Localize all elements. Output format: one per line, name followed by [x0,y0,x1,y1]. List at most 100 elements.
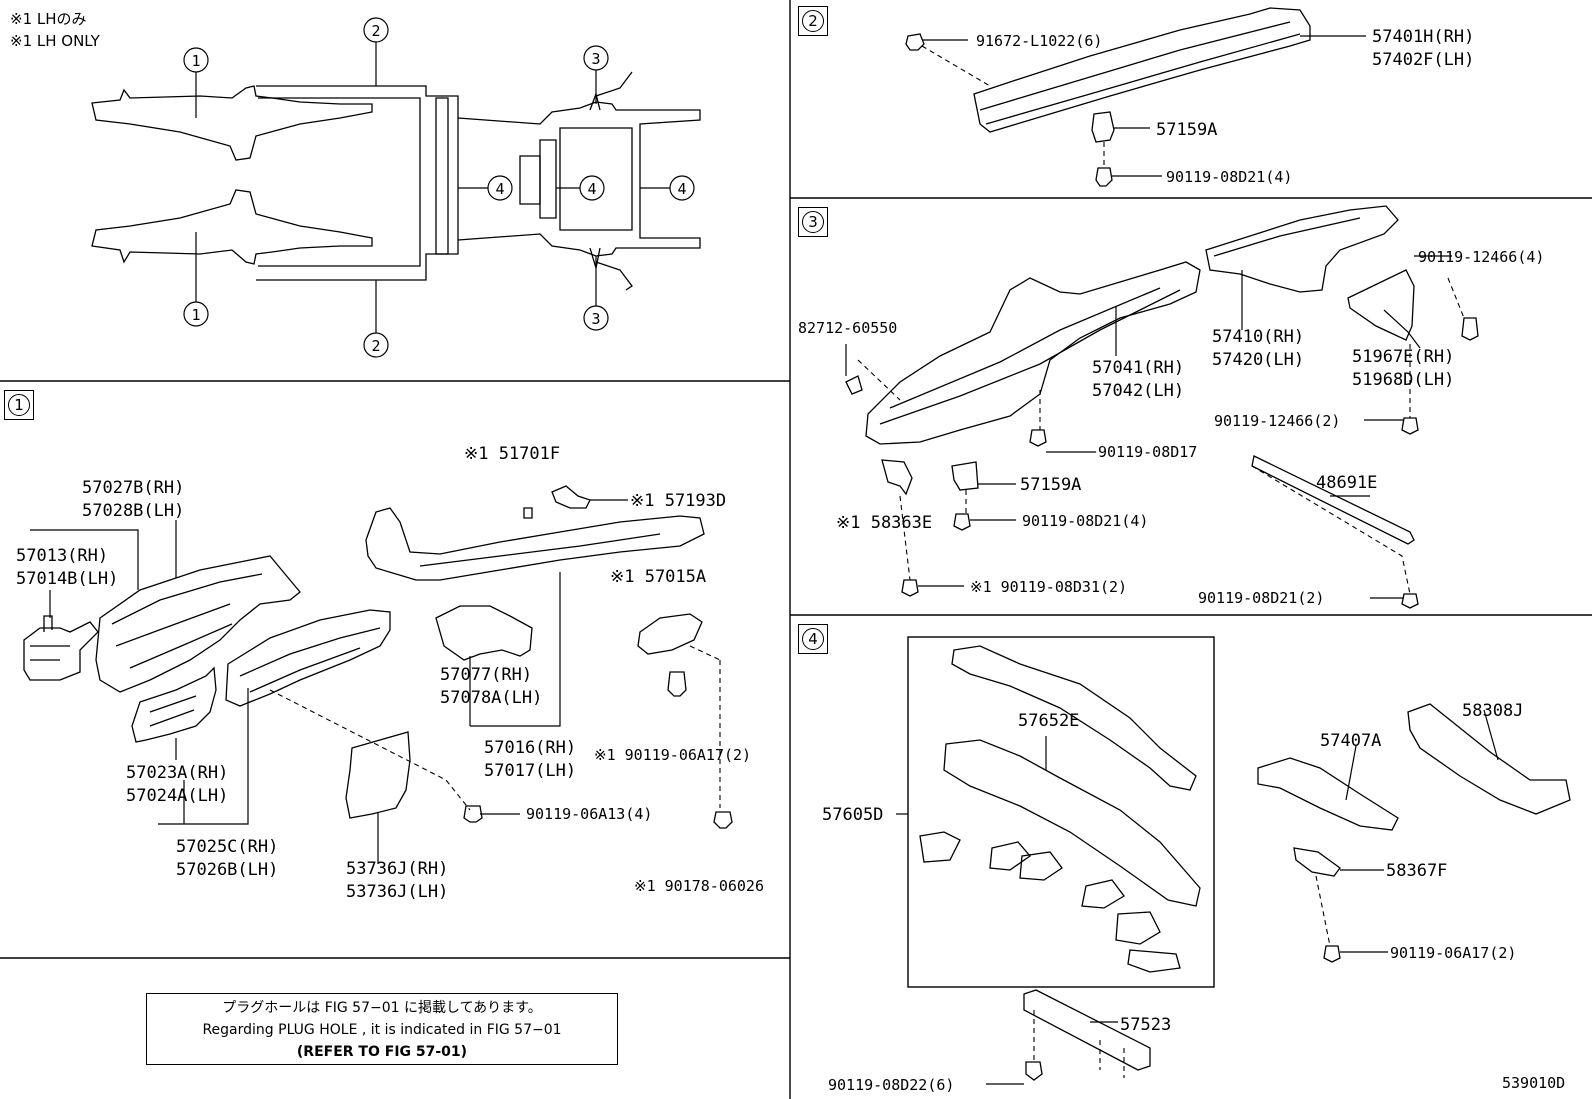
label-57523: 57523 [1120,1015,1171,1035]
label-57026: 57026B(LH) [176,860,278,880]
label-57193: ※1 57193D [630,491,726,511]
section4-labels: 57652E 57605D 57407A 58308J 58367F 90119… [822,701,1523,1094]
section-number-2: 2 [802,10,824,32]
label-57014: 57014B(LH) [16,569,118,589]
label-57159-s3: 57159A [1020,475,1081,495]
lh-only-note: ※1 LHのみ ※1 LH ONLY [10,8,100,52]
label-48691: 48691E [1316,473,1377,493]
section3-leaders [845,255,1465,599]
label-57420: 57420(LH) [1212,350,1304,370]
label-57028: 57028B(LH) [82,501,184,521]
label-91672: 91672-L1022(6) [976,32,1102,50]
label-57401: 57401H(RH) [1372,27,1474,47]
section3-parts [845,205,1479,609]
svg-text:3: 3 [591,50,600,68]
callout-4-c: 4 [669,175,695,201]
label-57410: 57410(RH) [1212,327,1304,347]
frame-overview [91,71,701,291]
label-57041: 57041(RH) [1092,358,1184,378]
label-90119-08d21-s2: 90119-08D21(4) [1166,168,1292,186]
reference-note-jp: プラグホールは FIG 57−01 に掲載してあります。 [222,1000,542,1016]
label-57023: 57023A(RH) [126,763,228,783]
section3-labels: 82712-60550 57041(RH) 57042(LH) 57410(RH… [798,248,1544,607]
section2-leaders [921,35,1366,177]
label-57078: 57078A(LH) [440,688,542,708]
section-number-1: 1 [8,394,30,416]
label-90119-08d22: 90119-08D22(6) [828,1076,954,1094]
section2-labels: 91672-L1022(6) 57401H(RH) 57402F(LH) 571… [976,27,1474,186]
callout-3-top: 3 [583,45,609,71]
reference-note-ref: (REFER TO FIG 57-01) [296,1044,468,1060]
svg-text:1: 1 [191,52,200,70]
label-90119-08d31: ※1 90119-08D31(2) [970,578,1127,596]
label-58363: ※1 58363E [836,513,932,533]
section1-labels: 57027B(RH) 57028B(LH) 57013(RH) 57014B(L… [16,444,764,902]
label-57016: 57016(RH) [484,738,576,758]
callout-3-bottom: 3 [583,305,609,331]
svg-text:2: 2 [371,22,380,40]
label-51701: ※1 51701F [464,444,560,464]
callout-2-top: 2 [363,17,389,43]
section-tag-3: 3 [798,207,828,237]
label-51967: 51967E(RH) [1352,347,1454,367]
overview-callouts: 1 1 2 2 3 3 4 4 4 [183,17,695,358]
section-number-3: 3 [802,211,824,233]
label-90119-06a17-s4: 90119-06A17(2) [1390,944,1516,962]
callout-1-bottom: 1 [183,301,209,327]
overview-leaders [195,42,670,333]
section-number-4: 4 [802,628,824,650]
svg-text:2: 2 [371,337,380,355]
label-90178: ※1 90178-06026 [634,877,764,895]
section1-parts [23,485,733,829]
label-90119-06a13: 90119-06A13(4) [526,805,652,823]
lh-only-note-jp: ※1 LHのみ [10,10,87,28]
section2-parts [905,7,1311,187]
lh-only-note-en: ※1 LH ONLY [10,32,100,50]
svg-text:4: 4 [495,180,504,198]
label-53736-rh: 53736J(RH) [346,859,448,879]
reference-note: プラグホールは FIG 57−01 に掲載してあります。 Regarding P… [146,993,618,1065]
label-58367: 58367F [1386,861,1447,881]
label-53736-lh: 53736J(LH) [346,882,448,902]
callout-1-top: 1 [183,47,209,73]
section4-parts [907,636,1571,1081]
label-57652: 57652E [1018,711,1079,731]
label-57025: 57025C(RH) [176,837,278,857]
section4-leaders [896,709,1499,1085]
svg-text:4: 4 [587,180,596,198]
label-57042: 57042(LH) [1092,381,1184,401]
label-57017: 57017(LH) [484,761,576,781]
label-57015: ※1 57015A [610,567,706,587]
svg-text:1: 1 [191,306,200,324]
label-90119-12466-2: 90119-12466(2) [1214,412,1340,430]
label-90119-08d21-s3: 90119-08D21(4) [1022,512,1148,530]
section1-leaders [30,499,721,864]
callout-4-b: 4 [579,175,605,201]
label-51968: 51968D(LH) [1352,370,1454,390]
label-57024: 57024A(LH) [126,786,228,806]
label-90119-06a17: ※1 90119-06A17(2) [594,746,751,764]
label-57407: 57407A [1320,731,1381,751]
label-58308: 58308J [1462,701,1523,721]
section-tag-1: 1 [4,390,34,420]
label-57159-s2: 57159A [1156,120,1217,140]
label-57027: 57027B(RH) [82,478,184,498]
reference-note-en: Regarding PLUG HOLE , it is indicated in… [202,1022,562,1038]
svg-text:3: 3 [591,310,600,328]
label-57402: 57402F(LH) [1372,50,1474,70]
label-57077: 57077(RH) [440,665,532,685]
callout-4-a: 4 [487,175,513,201]
label-82712: 82712-60550 [798,319,897,337]
label-90119-12466-4: 90119-12466(4) [1418,248,1544,266]
section-tag-4: 4 [798,624,828,654]
figure-number: 539010D [1502,1074,1566,1092]
assembly-box [907,636,1215,988]
label-90119-08d17: 90119-08D17 [1098,443,1197,461]
label-57013: 57013(RH) [16,546,108,566]
label-90119-08d21-2: 90119-08D21(2) [1198,589,1324,607]
section-tag-2: 2 [798,6,828,36]
label-57605: 57605D [822,805,883,825]
callout-2-bottom: 2 [363,332,389,358]
